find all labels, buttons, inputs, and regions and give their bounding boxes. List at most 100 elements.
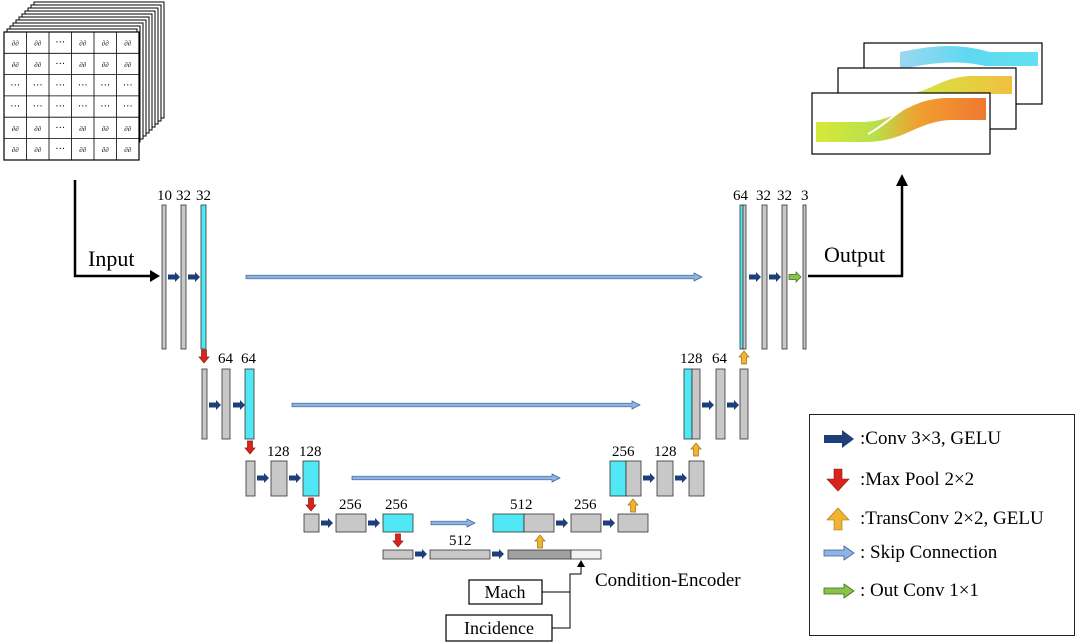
maxpool-arrow (244, 440, 256, 455)
feature-map (739, 204, 744, 350)
grid-cell: ∂∂ (34, 146, 41, 154)
feature-map (201, 368, 208, 440)
bottleneck-level: 512 (382, 533, 602, 560)
channel-label: 64 (218, 351, 234, 367)
transconv-arrow (627, 498, 639, 513)
feature-map (523, 513, 555, 533)
legend-label: :Max Pool 2×2 (860, 469, 975, 490)
grid-cell: ∂∂ (124, 146, 131, 154)
feature-map (688, 460, 705, 497)
feature-map (761, 204, 768, 350)
grid-ellipsis: ··· (123, 80, 133, 91)
encoder-level-4: 256 256 (303, 497, 414, 533)
conv-arrow (727, 400, 739, 410)
grid-ellipsis: ··· (78, 102, 88, 113)
feature-map (739, 368, 749, 440)
conv-arrow (603, 518, 615, 528)
transconv-arrow (738, 350, 750, 365)
output-label: Output (824, 242, 885, 267)
legend-item: :Conv 3×3, GELU (822, 427, 1001, 451)
transconv-arrow-icon (822, 507, 856, 531)
grid-cell: ∂∂ (102, 40, 109, 48)
grid-ellipsis: ··· (78, 80, 88, 91)
feature-map (221, 368, 231, 440)
feature-map (609, 460, 627, 497)
skip-arrow-icon (822, 541, 856, 565)
grid-cell: ∂∂ (12, 61, 19, 69)
grid-cell: ∂∂ (124, 40, 131, 48)
decoder-level-1: 64 32 32 3 (733, 188, 809, 350)
feature-map (492, 513, 525, 533)
output-arrow (808, 174, 908, 278)
grid-cell: ∂∂ (34, 40, 41, 48)
grid-ellipsis: ··· (100, 102, 110, 113)
input-tensor-stack: ∂∂ ∂∂ ··· ∂∂ ∂∂ ∂∂ ∂∂ ∂∂ ··· ∂∂ ∂∂ ∂∂ ··· ··· ··· ··· ··… (3, 1, 165, 161)
feature-map (200, 204, 207, 350)
outconv-arrow (788, 271, 802, 283)
transconv-arrow (534, 534, 546, 549)
grid-cell: ∂∂ (12, 40, 19, 48)
channel-label: 512 (449, 533, 472, 549)
grid-cell: ∂∂ (124, 125, 131, 133)
encoder-level-1: 10 32 32 (157, 188, 211, 350)
legend-label: : Skip Connection (860, 542, 998, 563)
grid-cell: ∂∂ (34, 61, 41, 69)
output-field-stack (811, 42, 1043, 155)
grid-cell: ∂∂ (12, 125, 19, 133)
mach-box (468, 579, 543, 605)
channel-label: 3 (801, 188, 809, 204)
condition-encoder-label: Condition-Encoder (595, 570, 741, 591)
feature-map (161, 204, 167, 350)
conv-arrow-icon (822, 427, 856, 451)
grid-ellipsis: ··· (55, 123, 65, 134)
legend-item: : Out Conv 1×1 (822, 579, 979, 603)
grid-ellipsis: ··· (55, 38, 65, 49)
channel-label: 32 (176, 188, 191, 204)
grid-ellipsis: ··· (100, 80, 110, 91)
outconv-arrow-icon (822, 579, 856, 603)
conv-arrow (289, 473, 301, 483)
conv-arrow (643, 473, 655, 483)
conv-arrow (368, 518, 380, 528)
channel-label: 128 (267, 444, 290, 460)
transconv-arrow (690, 442, 702, 457)
channel-label: 256 (612, 444, 635, 460)
conv-arrow (415, 549, 427, 559)
grid-ellipsis: ··· (33, 80, 43, 91)
feature-map (656, 460, 674, 497)
legend: :Conv 3×3, GELU :Max Pool 2×2 :TransConv… (809, 414, 1075, 636)
feature-map (245, 460, 256, 497)
maxpool-arrow-icon (822, 468, 856, 492)
feature-map (570, 513, 602, 533)
grid-ellipsis: ··· (123, 102, 133, 113)
decoder-level-3: 256 128 (609, 444, 705, 497)
condition-feature (570, 549, 602, 560)
channel-label: 64 (733, 188, 749, 204)
maxpool-arrow (392, 533, 404, 548)
channel-label: 64 (241, 351, 257, 367)
feature-map (691, 368, 701, 440)
grid-ellipsis: ··· (10, 102, 20, 113)
grid-cell: ∂∂ (79, 125, 86, 133)
feature-map (302, 460, 320, 497)
decoder-level-2: 128 64 (680, 351, 749, 440)
grid-cell: ∂∂ (34, 125, 41, 133)
feature-map (382, 549, 414, 560)
channel-label: 32 (196, 188, 211, 204)
grid-cell: ∂∂ (124, 61, 131, 69)
grid-ellipsis: ··· (55, 80, 65, 91)
encoder-level-3: 128 128 (245, 444, 322, 497)
skip-arrow (245, 272, 703, 282)
conv-arrow (492, 549, 504, 559)
feature-map (180, 204, 187, 350)
feature-map (303, 513, 320, 533)
conv-arrow (209, 400, 221, 410)
input-label: Input (88, 246, 134, 271)
maxpool-arrow (305, 497, 317, 512)
incidence-box (445, 614, 553, 642)
legend-label: :TransConv 2×2, GELU (860, 508, 1044, 529)
decoder-level-4: 512 256 (492, 497, 649, 533)
skip-arrow (430, 518, 476, 528)
maxpool-arrow (198, 349, 210, 364)
